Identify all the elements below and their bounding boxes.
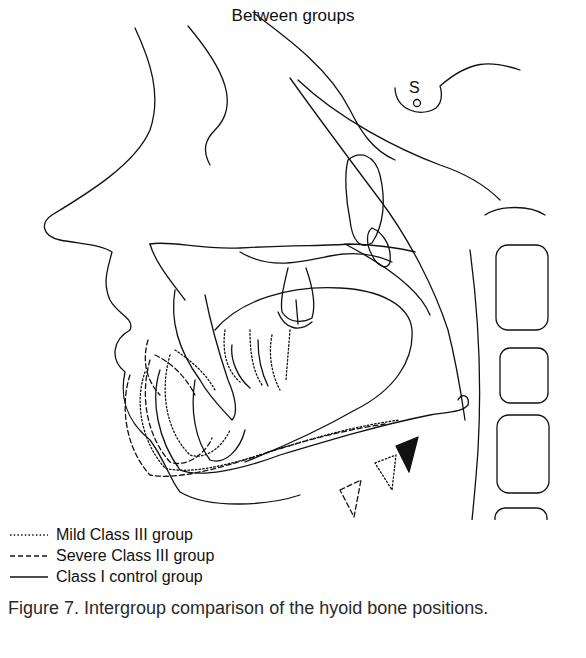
legend-sample — [8, 572, 50, 582]
pharynx-wall — [290, 78, 465, 420]
legend-line — [10, 576, 48, 577]
sella-point — [414, 100, 421, 107]
legend: Mild Class III groupSevere Class III gro… — [8, 524, 214, 587]
landmark-label: S — [409, 79, 420, 97]
symphysis-mild-class-iii — [165, 350, 230, 456]
legend-entry: Class I control group — [8, 566, 214, 587]
legend-sample — [8, 551, 50, 561]
legend-line — [10, 555, 48, 556]
lower-incisor-severe — [145, 340, 160, 395]
vertebra-c5 — [495, 508, 547, 520]
soft-palate — [345, 244, 430, 315]
hyoid-severe-class-iii — [340, 480, 361, 517]
lower-teeth-solid — [232, 340, 268, 388]
cephalometric-tracing — [0, 0, 586, 520]
symphysis-class-i — [193, 380, 245, 461]
atlas — [485, 208, 545, 216]
palate — [150, 244, 392, 300]
legend-sample — [8, 530, 50, 540]
hyoid-mild-class-iii — [375, 455, 396, 490]
legend-line — [10, 534, 48, 535]
legend-text: Class I control group — [56, 568, 203, 586]
legend-text: Mild Class III group — [56, 526, 193, 544]
vertebra-c2 — [496, 245, 548, 330]
tongue — [215, 288, 412, 462]
figure-caption: Figure 7. Intergroup comparison of the h… — [8, 597, 574, 620]
vertebra-c3 — [500, 348, 548, 403]
vertebra-c4 — [497, 415, 549, 493]
mandible-severe-class-iii — [125, 375, 385, 476]
lower-teeth — [224, 330, 290, 390]
cranial-base — [255, 14, 395, 160]
upper-molar — [278, 268, 314, 328]
pharynx-wall-posterior — [470, 250, 480, 520]
legend-text: Severe Class III group — [56, 547, 214, 565]
sella-turcica — [395, 64, 520, 112]
clivus-line — [298, 80, 500, 200]
symphysis-severe-class-iii — [145, 355, 212, 463]
mandible-mild-class-iii — [140, 372, 400, 470]
legend-entry: Severe Class III group — [8, 545, 214, 566]
mandible-class-i — [156, 370, 469, 473]
soft-tissue-profile — [44, 28, 300, 504]
frontal-bone — [188, 26, 227, 165]
figure-title: Between groups — [0, 6, 586, 26]
legend-entry: Mild Class III group — [8, 524, 214, 545]
hyoid-class-i — [396, 437, 418, 472]
maxilla — [150, 243, 415, 252]
